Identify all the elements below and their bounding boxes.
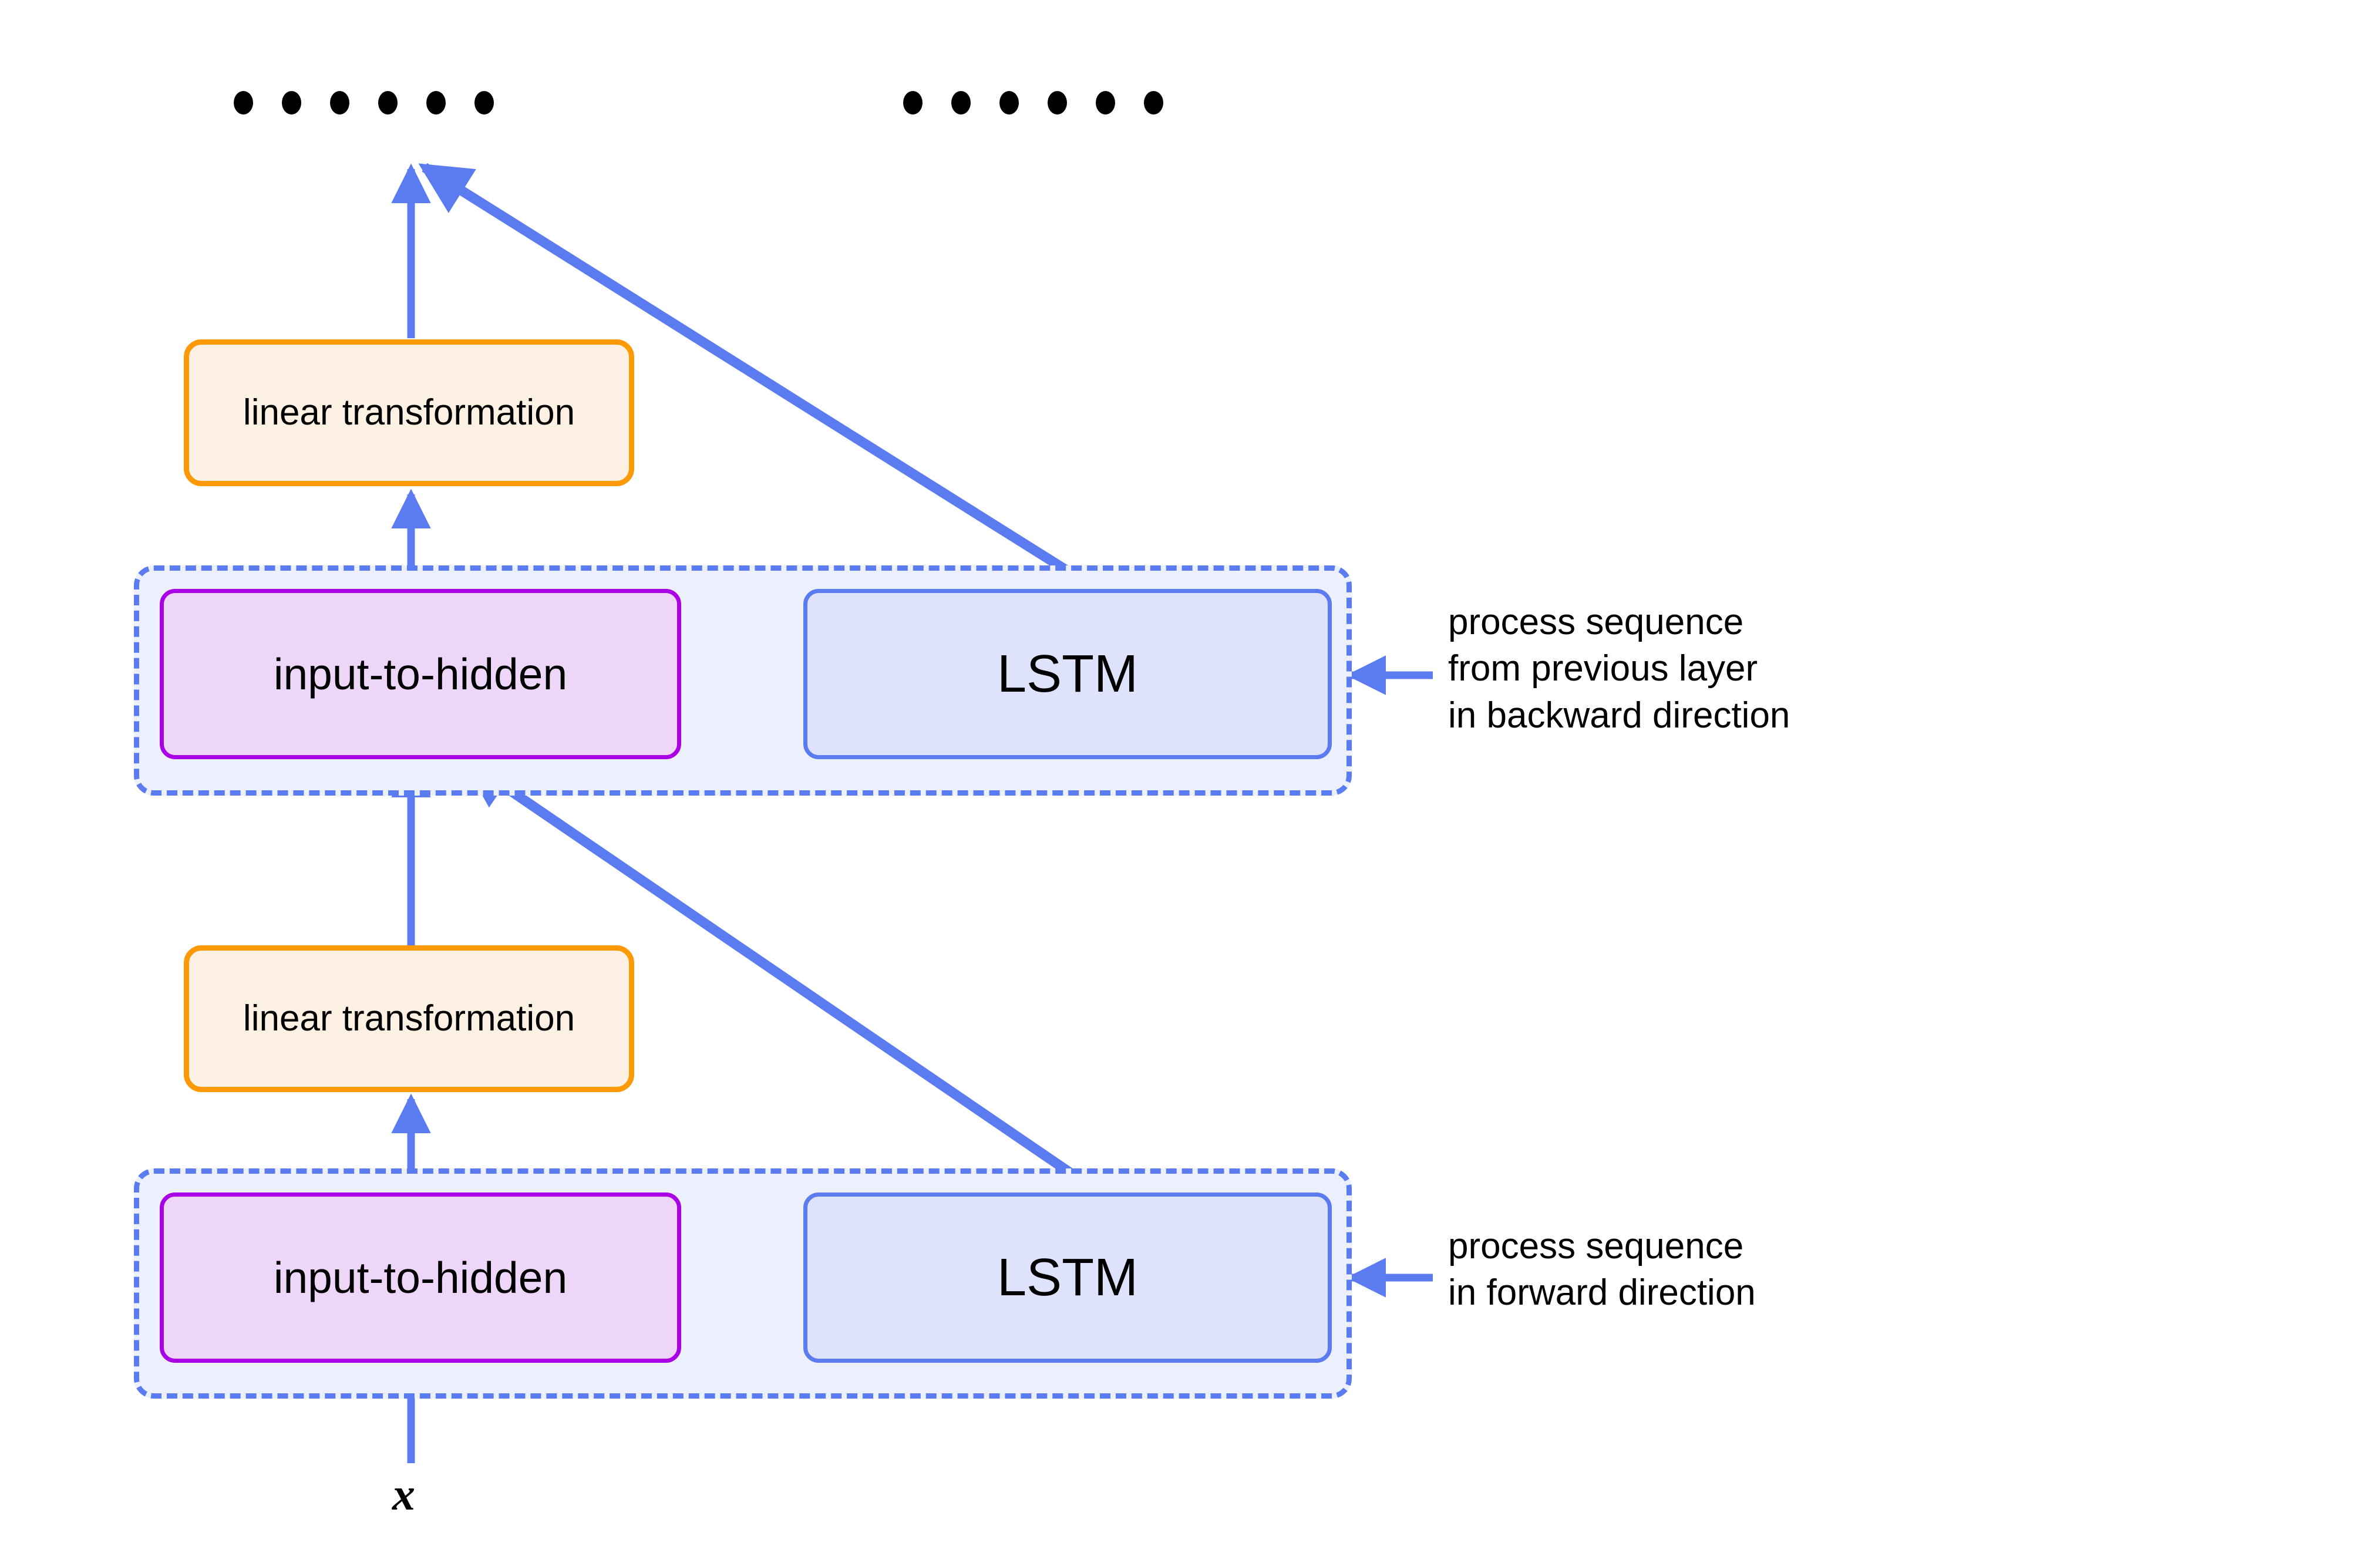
ellipsis-dot <box>426 91 446 114</box>
ellipsis-dot <box>1144 91 1163 114</box>
forward-input-to-hidden-box[interactable]: input-to-hidden <box>160 1193 681 1363</box>
backward-linear-transformation-box[interactable]: linear transformation <box>184 339 634 486</box>
ellipsis-dot <box>474 91 494 114</box>
ellipsis-dot <box>951 91 971 114</box>
ellipsis-dot <box>330 91 349 114</box>
backward-layer-annotation: process sequence from previous layer in … <box>1448 602 1790 736</box>
ellipsis-dot <box>999 91 1019 114</box>
ellipsis-dot <box>378 91 398 114</box>
ellipsis-dot <box>234 91 253 114</box>
ellipsis-dot <box>903 91 923 114</box>
ellipsis-dot <box>1048 91 1067 114</box>
ellipsis-dot <box>282 91 301 114</box>
forward-linear-transformation-box[interactable]: linear transformation <box>184 945 634 1092</box>
backward-lstm-box[interactable]: LSTM <box>803 589 1332 759</box>
forward-lstm-box[interactable]: LSTM <box>803 1193 1332 1363</box>
forward-layer-annotation: process sequence in forward direction <box>1448 1226 1756 1313</box>
left-ellipsis <box>234 91 494 114</box>
input-symbol-x: x <box>392 1468 415 1520</box>
backward-input-to-hidden-box[interactable]: input-to-hidden <box>160 589 681 759</box>
right-ellipsis <box>903 91 1163 114</box>
ellipsis-dot <box>1096 91 1115 114</box>
